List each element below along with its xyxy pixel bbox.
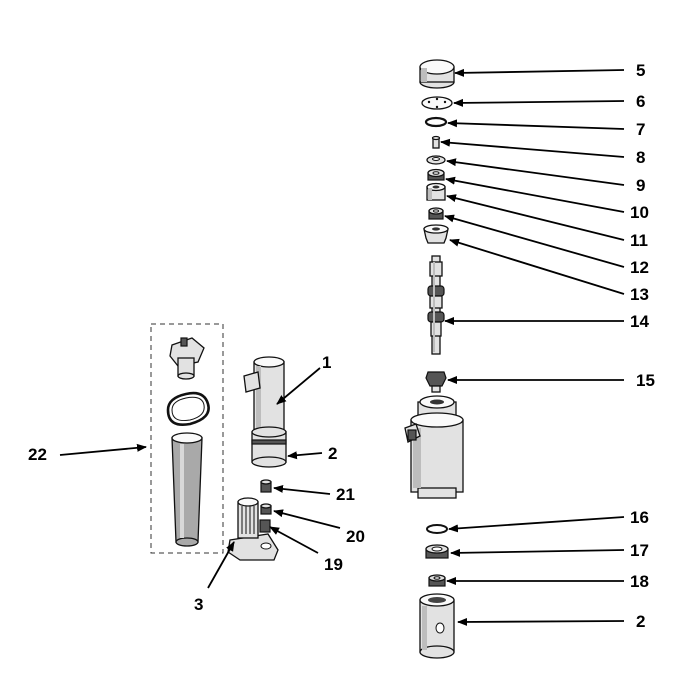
callout-22: 22	[28, 445, 47, 464]
motor-body	[404, 395, 464, 499]
part-1-cylinder	[243, 356, 285, 433]
part-20-seal	[260, 503, 272, 515]
part-19-fitting	[259, 519, 271, 533]
callout-16: 16	[630, 508, 649, 527]
callout-14: 14	[630, 312, 649, 331]
callout-15: 15	[636, 371, 655, 390]
callout-labels: 5 6 7 8 9 10 11 12 13 14 15 16 17 18 2 1…	[28, 61, 655, 631]
callout-9: 9	[636, 176, 645, 195]
kit-dashed-box	[150, 323, 224, 554]
part-13-collar	[423, 224, 449, 244]
callout-7: 7	[636, 120, 645, 139]
kit-nozzle-head	[169, 337, 205, 380]
callout-13: 13	[630, 285, 649, 304]
callout-18: 18	[630, 572, 649, 591]
kit-tube	[171, 432, 203, 547]
callout-8: 8	[636, 148, 645, 167]
left-pump-assembly	[227, 356, 287, 561]
callout-17: 17	[630, 541, 649, 560]
part-2-housing-right	[419, 593, 455, 659]
leader-arrows	[59, 68, 625, 626]
part-5-cap	[419, 59, 455, 89]
part-16-o-ring	[426, 524, 448, 534]
right-pump-assembly	[404, 59, 464, 659]
callout-12: 12	[630, 258, 649, 277]
callout-2-right: 2	[636, 612, 645, 631]
part-9-washer	[426, 155, 446, 165]
part-2-housing-left	[251, 426, 287, 468]
part-12-nut	[428, 207, 444, 220]
part-11-bushing	[426, 182, 446, 201]
callout-19: 19	[324, 555, 343, 574]
part-10-seal	[427, 168, 445, 181]
callout-11: 11	[630, 231, 648, 250]
callout-5: 5	[636, 61, 645, 80]
part-22-kit	[150, 323, 224, 554]
part-6-gasket	[421, 96, 453, 110]
part-3-motor-base	[227, 497, 279, 561]
kit-belt	[166, 391, 210, 426]
part-15-fitting	[425, 371, 447, 393]
part-17-seal-ring	[425, 544, 449, 559]
part-18-nut	[428, 574, 446, 587]
part-7-o-ring	[424, 116, 448, 128]
callout-3: 3	[194, 595, 203, 614]
part-8-pin	[431, 135, 441, 149]
callout-1: 1	[322, 353, 331, 372]
part-21-fitting	[260, 479, 272, 493]
callout-21: 21	[336, 485, 355, 504]
callout-2-left: 2	[328, 444, 337, 463]
callout-10: 10	[630, 203, 649, 222]
callout-6: 6	[636, 92, 645, 111]
callout-20: 20	[346, 527, 365, 546]
part-14-shaft	[427, 255, 445, 355]
